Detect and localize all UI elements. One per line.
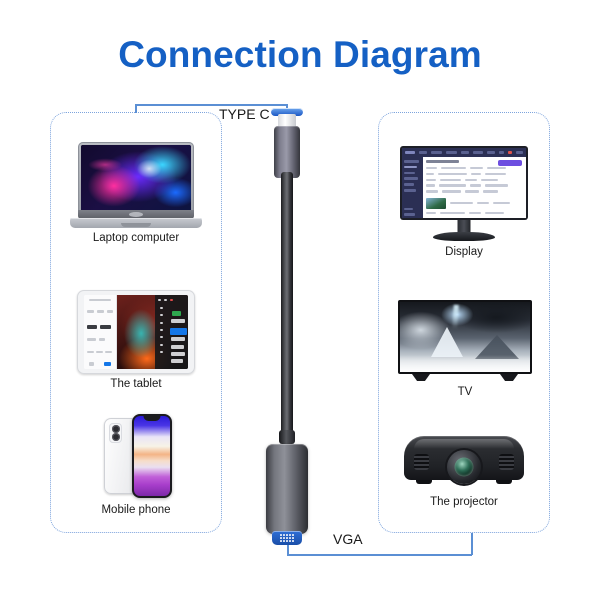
device-tablet-label: The tablet <box>110 378 162 390</box>
device-tv[interactable]: TV <box>398 300 532 398</box>
monitor-icon <box>400 146 528 242</box>
device-laptop-label: Laptop computer <box>92 232 180 244</box>
link-line-bottom-right-vertical <box>471 533 473 555</box>
device-display-label: Display <box>445 246 483 258</box>
usb-c-connector[interactable] <box>271 108 303 178</box>
adapter-body[interactable] <box>266 444 308 534</box>
link-line-top-left-vertical <box>135 104 137 113</box>
link-line-top-horizontal <box>135 104 287 106</box>
output-devices-panel <box>378 112 550 533</box>
usb-c-tip <box>271 108 303 116</box>
vga-label: VGA <box>333 531 363 547</box>
device-mobile-phone[interactable]: Mobile phone <box>88 414 184 516</box>
laptop-icon <box>70 142 202 228</box>
device-tablet[interactable]: The tablet <box>77 290 195 390</box>
tablet-icon <box>77 290 195 374</box>
mobile-phone-icon <box>88 414 184 500</box>
thumbnail <box>426 197 447 209</box>
device-projector-label: The projector <box>430 496 498 508</box>
vga-connector[interactable] <box>272 531 302 545</box>
link-line-bottom-left-vertical <box>287 545 289 555</box>
usb-c-housing <box>274 126 300 178</box>
device-tv-label: TV <box>457 386 473 398</box>
type-c-label: TYPE C <box>219 106 270 122</box>
page-title: Connection Diagram <box>118 34 482 75</box>
tv-icon <box>398 300 532 382</box>
device-mobile-phone-label: Mobile phone <box>101 504 171 516</box>
adapter-cable <box>279 172 295 444</box>
usb-c-plug <box>278 114 296 128</box>
projector-icon <box>400 430 528 492</box>
device-laptop[interactable]: Laptop computer <box>60 142 212 244</box>
device-projector[interactable]: The projector <box>400 430 528 508</box>
link-line-bottom-horizontal <box>287 554 472 556</box>
device-display[interactable]: Display <box>400 146 528 258</box>
